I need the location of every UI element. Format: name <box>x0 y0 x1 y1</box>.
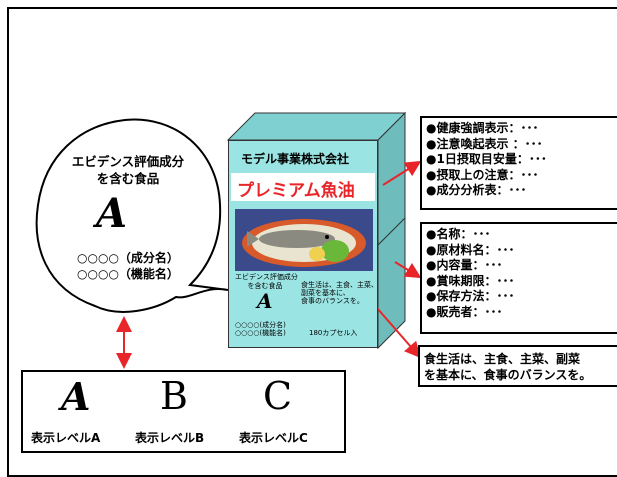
arrow-to-bottom-box <box>376 307 421 359</box>
package-company: モデル事業株式会社 <box>241 152 350 166</box>
level-b-label: 表示レベルB <box>135 431 205 445</box>
info-line: ●賞味期限：･･･ <box>426 273 515 288</box>
bubble-heading: エビデンス評価成分 を含む食品 <box>71 154 185 186</box>
fish-dish-image <box>235 209 373 271</box>
info-line: ●保存方法：･･･ <box>426 289 515 303</box>
info-line: ●名称：･･･ <box>426 227 491 241</box>
info-box-label: ●名称：･･･ ●原材料名：･･･ ●内容量：･･･ ●賞味期限：･･･ ●保存… <box>420 222 617 334</box>
info-box-health: ●健康強調表示：･･･ ●注意喚起表示 ：･･･ ●1日摂取目安量：･･･ ●摂… <box>420 116 617 210</box>
diagram-canvas: エビデンス評価成分 を含む食品 A ○○○○（成分名） ○○○○（機能名） モデ… <box>7 7 617 477</box>
info-line: ●内容量：･･･ <box>426 258 503 272</box>
speech-bubble <box>35 118 229 313</box>
bubble-lines: ○○○○（成分名） ○○○○（機能名） <box>77 251 179 281</box>
package-top <box>226 112 407 141</box>
info-line: ●摂取上の注意：･･･ <box>426 167 539 182</box>
arrow-to-middle-box <box>394 261 422 279</box>
package-title-band <box>231 173 375 201</box>
display-levels-box: A B C 表示レベルA 表示レベルB 表示レベルC <box>21 370 346 453</box>
info-box-diet: 食生活は、主食、主菜、副菜 を基本に、食事のバランスを。 <box>418 345 617 387</box>
diagram-shapes <box>35 111 422 369</box>
arrow-to-top-box <box>382 160 422 186</box>
info-line: ●健康強調表示：･･･ <box>426 121 539 135</box>
package-small-note: 食生活は、主食、主菜、 副菜を基本に、 食事のバランスを。 <box>301 281 378 305</box>
info-line: ●原材料名：･･･ <box>426 242 515 257</box>
info-line: ●1日摂取目安量：･･･ <box>426 152 547 166</box>
bubble-letter-a: A <box>96 190 128 237</box>
package-letter-a: A <box>257 289 273 313</box>
package-capsules: 180カプセル入 <box>309 329 358 337</box>
info-line: ●販売者：･･･ <box>426 304 503 319</box>
level-b-letter: B <box>160 374 188 418</box>
package-small-lines: ○○○○(成分名) ○○○○(機能名) <box>235 321 286 337</box>
package-product-name: プレミアム魚油 <box>237 181 355 201</box>
info-line: ●注意喚起表示 ：･･･ <box>426 136 543 151</box>
info-line: ●成分分析表：･･･ <box>426 183 527 197</box>
level-c-letter: C <box>263 374 293 418</box>
level-a-label: 表示レベルA <box>31 431 101 445</box>
package-small-heading: エビデンス評価成分 を含む食品 <box>235 273 298 290</box>
level-a-letter: A <box>61 374 91 419</box>
level-c-label: 表示レベルC <box>239 431 308 445</box>
package-front: モデル事業株式会社 プレミアム魚油 エビデンス評価成分 を含む食品 食生活は、主… <box>228 140 378 348</box>
